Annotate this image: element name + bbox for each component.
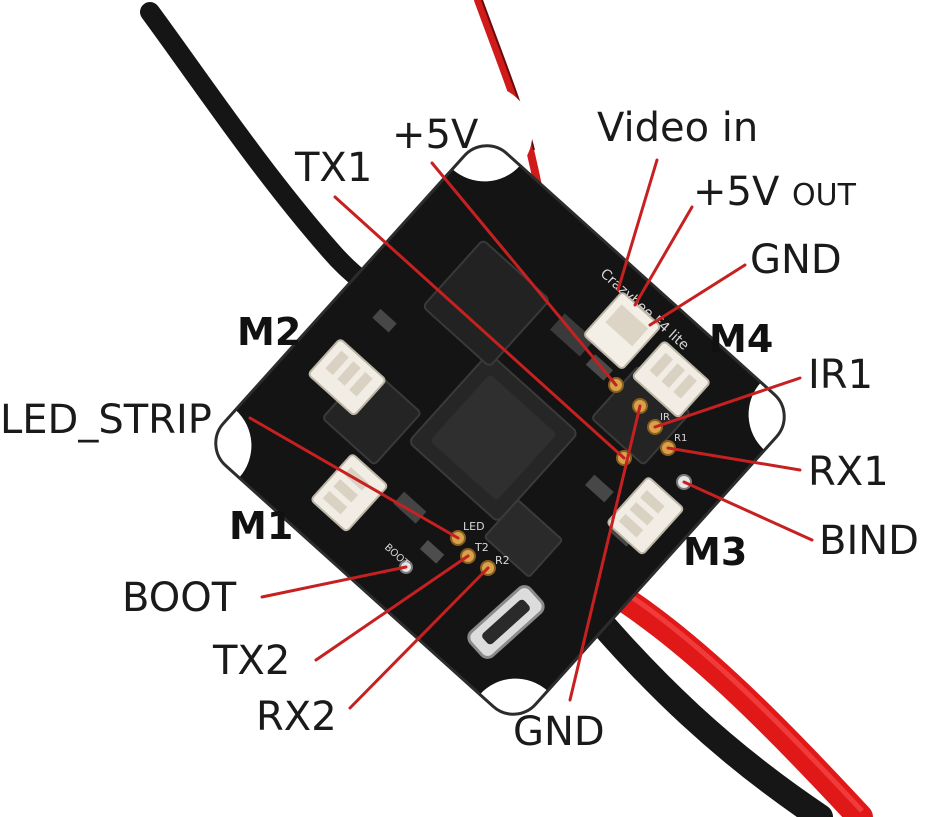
label-m2: M2: [237, 310, 302, 354]
callout-line-5v: [430, 161, 618, 387]
silk-r2: R2: [495, 554, 510, 567]
label-bind: BIND: [819, 518, 919, 564]
motor-connector-m3: [607, 477, 684, 555]
power-wire-black: [577, 597, 833, 817]
callout-line-tx1: [333, 195, 626, 460]
label-boot: BOOT: [122, 575, 237, 621]
label-gnd-top: GND: [750, 237, 842, 283]
label-5v: +5V: [392, 112, 479, 158]
callout-lines: [248, 158, 814, 710]
silk-ir: IR: [660, 412, 670, 423]
label-m4: M4: [709, 317, 774, 361]
callout-line-tx2: [314, 554, 470, 662]
label-tx2: TX2: [213, 638, 291, 684]
label-5v-out-main: +5V: [693, 169, 780, 215]
callout-line-gnd-bottom: [568, 404, 642, 702]
label-gnd-bottom: GND: [513, 709, 605, 755]
label-ir1: IR1: [808, 352, 874, 398]
label-led-strip: LED_STRIP: [0, 397, 212, 443]
label-m1: M1: [229, 504, 294, 548]
silk-r1: R1: [674, 433, 687, 444]
callout-line-ir1: [653, 376, 802, 429]
callout-line-video-in: [616, 158, 659, 292]
label-5v-out-suffix: OUT: [792, 178, 856, 213]
motor-connector-m4: [632, 341, 710, 418]
label-rx2: RX2: [256, 694, 337, 740]
video-connector: [584, 292, 661, 369]
callout-line-rx1: [666, 446, 802, 472]
silk-t2: T2: [474, 541, 489, 554]
callout-line-boot: [260, 565, 408, 599]
usb-port: [467, 585, 545, 659]
flight-controller-board: Crazybee F4 lite: [155, 85, 845, 775]
label-rx1: RX1: [808, 449, 889, 495]
label-m3: M3: [683, 530, 748, 574]
callout-line-5v-out: [633, 205, 694, 307]
motor-connector-m2: [308, 339, 386, 416]
callout-line-bind: [682, 480, 814, 542]
label-video-in: Video in: [597, 105, 759, 151]
power-wire-red: [597, 577, 873, 817]
callout-line-gnd-top: [648, 263, 747, 327]
label-tx1: TX1: [295, 145, 373, 191]
osd-chip: [423, 240, 549, 366]
label-5v-out: +5V OUT: [693, 172, 856, 212]
silk-led: LED: [463, 520, 485, 533]
callout-line-led-strip: [248, 416, 460, 540]
callout-line-rx2: [348, 566, 490, 710]
